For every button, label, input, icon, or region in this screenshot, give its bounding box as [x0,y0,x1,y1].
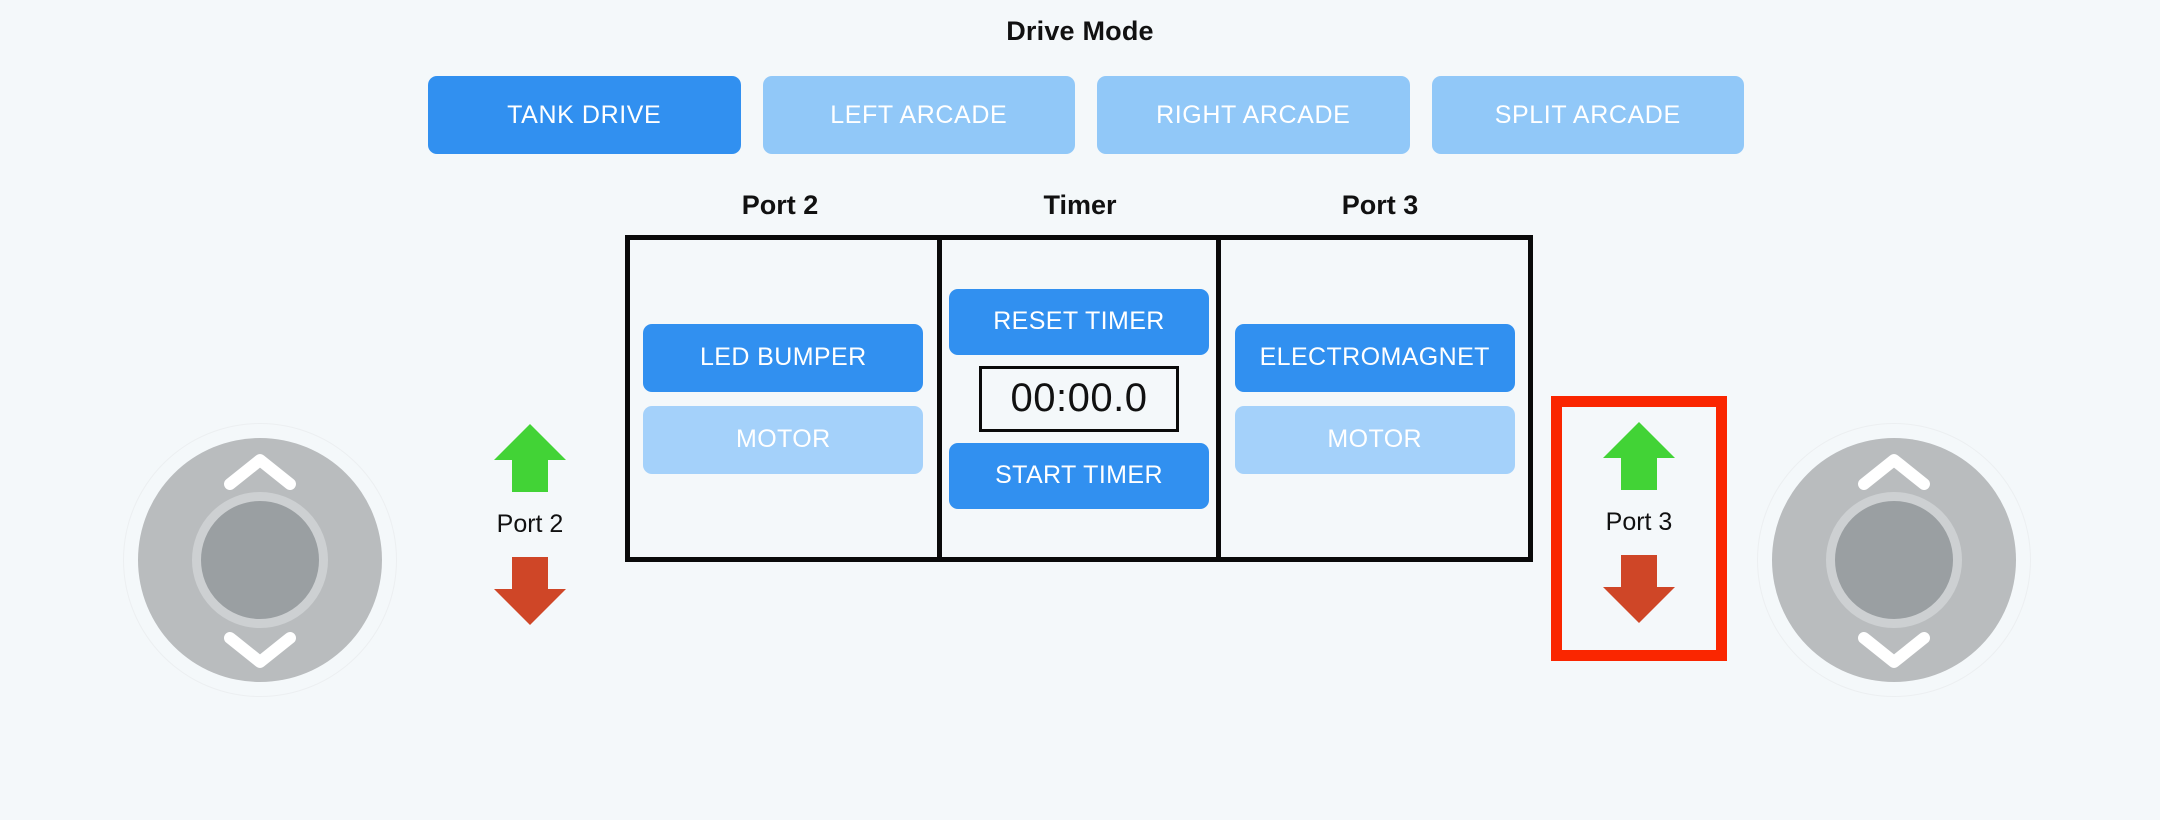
panel-column-port3: ELECTROMAGNET MOTOR [1221,240,1528,557]
port3-arrow-controls: Port 3 [1578,418,1700,627]
port2-label: Port 2 [496,510,564,538]
drive-mode-selector: TANK DRIVE LEFT ARCADE RIGHT ARCADE SPLI… [428,76,1744,154]
panel-column-timer: RESET TIMER 00:00.0 START TIMER [936,240,1222,557]
port2-motor-button[interactable]: MOTOR [643,405,924,474]
port3-arrow-up-icon[interactable] [1601,418,1677,494]
port3-label: Port 3 [1605,508,1673,536]
port3-motor-button[interactable]: MOTOR [1234,405,1515,474]
drive-mode-right-arcade-button[interactable]: RIGHT ARCADE [1097,76,1410,154]
panel-column-port2: LED BUMPER MOTOR [630,240,937,557]
chevron-up-icon [222,452,298,490]
column-header-timer: Timer [1043,190,1117,220]
chevron-up-icon [1856,452,1932,490]
timer-display: 00:00.0 [979,365,1179,432]
drive-mode-tank-drive-button[interactable]: TANK DRIVE [428,76,741,154]
joystick-right-knob[interactable] [1826,492,1962,628]
port2-arrow-down-icon[interactable] [492,553,568,629]
led-bumper-button[interactable]: LED BUMPER [643,323,924,392]
drive-mode-split-arcade-button[interactable]: SPLIT ARCADE [1431,76,1744,154]
device-panel: LED BUMPER MOTOR RESET TIMER 00:00.0 STA… [625,235,1533,562]
start-timer-button[interactable]: START TIMER [949,442,1209,509]
column-header-port3: Port 3 [1341,190,1419,220]
port2-arrow-controls: Port 2 [469,420,591,629]
port3-arrow-down-icon[interactable] [1601,551,1677,627]
port2-arrow-up-icon[interactable] [492,420,568,496]
chevron-down-icon [222,630,298,668]
column-header-port2: Port 2 [741,190,819,220]
reset-timer-button[interactable]: RESET TIMER [949,288,1209,355]
chevron-down-icon [1856,630,1932,668]
joystick-left[interactable] [124,424,396,696]
electromagnet-button[interactable]: ELECTROMAGNET [1234,323,1515,392]
page-title: Drive Mode [1006,16,1154,46]
joystick-right[interactable] [1758,424,2030,696]
drive-mode-left-arcade-button[interactable]: LEFT ARCADE [762,76,1075,154]
joystick-left-knob[interactable] [192,492,328,628]
